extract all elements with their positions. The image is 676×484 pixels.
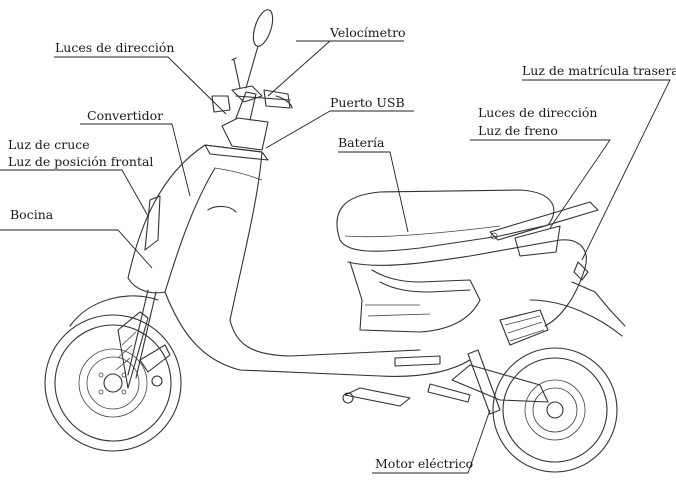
front-wheel <box>44 314 182 452</box>
front-fork <box>115 289 171 389</box>
label-luces-direccion-front: Luces de dirección <box>55 40 174 55</box>
tail-light <box>571 261 626 327</box>
label-puerto-usb: Puerto USB <box>330 95 405 110</box>
label-luz-matricula: Luz de matrícula trasera <box>522 63 676 78</box>
label-motor: Motor eléctrico <box>375 456 473 471</box>
steering-column <box>211 91 269 151</box>
mirror <box>231 9 274 89</box>
front-fender <box>69 295 159 327</box>
handlebars <box>231 85 293 109</box>
label-luz-freno: Luz de freno <box>478 123 558 138</box>
swingarm <box>451 309 549 415</box>
rear-wheel <box>492 347 618 473</box>
scooter-drawing <box>44 9 626 473</box>
rear-fender <box>529 299 623 337</box>
seat <box>336 189 555 252</box>
label-luz-posicion: Luz de posición frontal <box>8 154 153 169</box>
label-luces-direccion-rear: Luces de dirección <box>478 105 597 120</box>
floorboard <box>164 291 471 377</box>
rear-rack <box>489 201 599 257</box>
label-velocimetro: Velocímetro <box>329 25 406 40</box>
front-shield <box>127 144 269 321</box>
leader-lines <box>0 40 671 474</box>
rear-body <box>347 239 587 333</box>
kickstand <box>342 383 471 407</box>
label-bateria: Batería <box>338 135 385 150</box>
labels: Luces de dirección Velocímetro Luz de ma… <box>8 25 676 471</box>
label-convertidor: Convertidor <box>87 108 163 123</box>
label-bocina: Bocina <box>10 207 54 222</box>
label-luz-cruce: Luz de cruce <box>8 137 90 152</box>
